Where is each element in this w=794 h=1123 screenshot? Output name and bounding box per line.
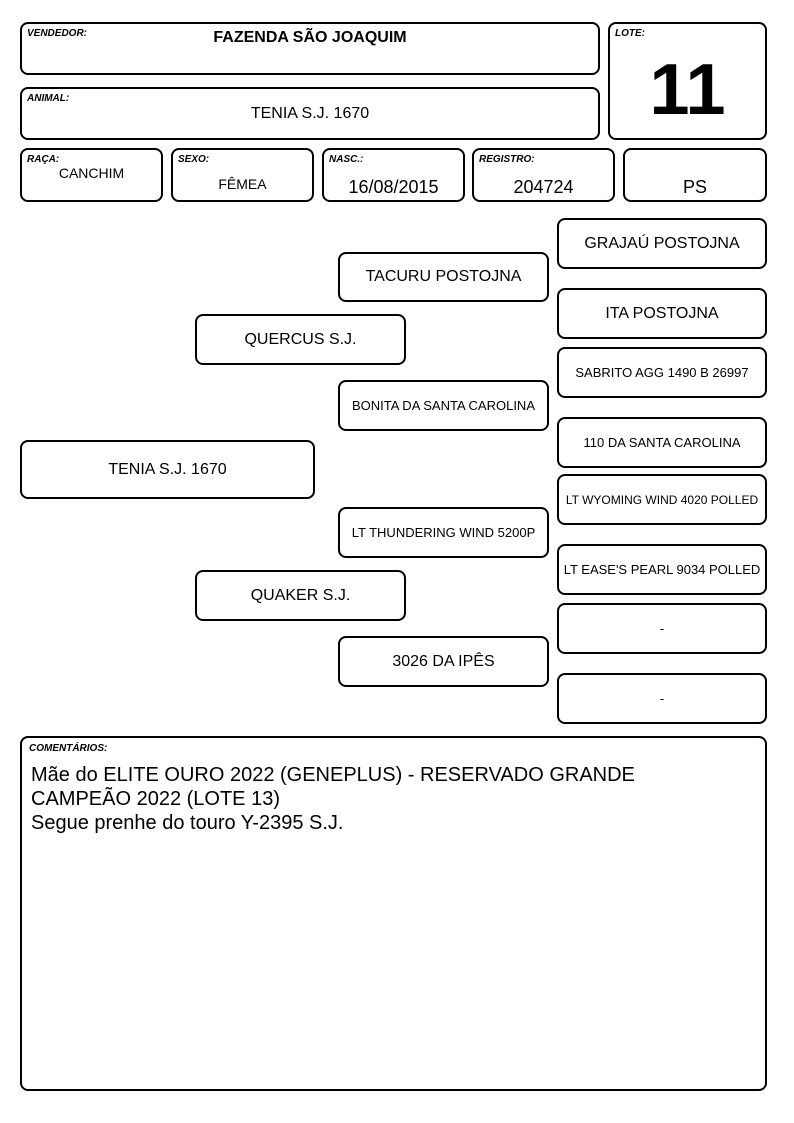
lote-value: 11 (649, 50, 726, 130)
raca-value: CANCHIM (58, 165, 125, 181)
comment-line: Segue prenhe do touro Y-2395 S.J. (31, 812, 344, 834)
lote-box: LOTE: 11 (608, 22, 767, 140)
comment-line: CAMPEÃO 2022 (LOTE 13) (31, 788, 280, 810)
vendedor-label: VENDEDOR: (27, 28, 88, 39)
pedigree-dam-sire: LT THUNDERING WIND 5200P (338, 507, 549, 558)
pedigree-animal: TENIA S.J. 1670 (20, 440, 315, 499)
sexo-label: SEXO: (178, 154, 210, 165)
pedigree-ggp-5: LT WYOMING WIND 4020 POLLED (557, 474, 767, 525)
pedigree-ggp-4: 110 DA SANTA CAROLINA (557, 417, 767, 468)
sexo-box: SEXO: FÊMEA (171, 148, 314, 202)
pedigree-ggp-8: - (557, 673, 767, 724)
raca-label: RAÇA: (27, 154, 60, 165)
comments-label: COMENTÁRIOS: (29, 743, 108, 754)
comments-box: COMENTÁRIOS: Mãe do ELITE OURO 2022 (GEN… (20, 736, 767, 1091)
nasc-box: NASC.: 16/08/2015 (322, 148, 465, 202)
vendedor-value: FAZENDA SÃO JOAQUIM (213, 29, 407, 46)
animal-box: ANIMAL: TENIA S.J. 1670 (20, 87, 600, 140)
raca-box: RAÇA: CANCHIM (20, 148, 163, 202)
pedigree-ggp-3: SABRITO AGG 1490 B 26997 (557, 347, 767, 398)
animal-value: TENIA S.J. 1670 (250, 105, 370, 122)
animal-label: ANIMAL: (27, 93, 70, 104)
lote-label: LOTE: (615, 28, 645, 39)
vendedor-box: VENDEDOR: FAZENDA SÃO JOAQUIM (20, 22, 600, 75)
pedigree-sire-dam: BONITA DA SANTA CAROLINA (338, 380, 549, 431)
pedigree-sire: QUERCUS S.J. (195, 314, 406, 365)
pedigree-dam: QUAKER S.J. (195, 570, 406, 621)
pedigree-dam-dam: 3026 DA IPÊS (338, 636, 549, 687)
comment-line: Mãe do ELITE OURO 2022 (GENEPLUS) - RESE… (31, 764, 635, 786)
tipo-value: PS (682, 177, 707, 197)
pedigree-ggp-1: GRAJAÚ POSTOJNA (557, 218, 767, 269)
pedigree-ggp-6: LT EASE'S PEARL 9034 POLLED (557, 544, 767, 595)
pedigree-ggp-2: ITA POSTOJNA (557, 288, 767, 339)
nasc-value: 16/08/2015 (348, 177, 439, 197)
registro-box: REGISTRO: 204724 (472, 148, 615, 202)
nasc-label: NASC.: (329, 154, 364, 165)
registro-label: REGISTRO: (479, 154, 535, 165)
pedigree-sire-sire: TACURU POSTOJNA (338, 252, 549, 302)
comments-text: Mãe do ELITE OURO 2022 (GENEPLUS) - RESE… (31, 763, 755, 835)
pedigree-ggp-7: - (557, 603, 767, 654)
tipo-box: PS (623, 148, 767, 202)
sexo-value: FÊMEA (218, 176, 267, 192)
registro-value: 204724 (513, 177, 574, 197)
